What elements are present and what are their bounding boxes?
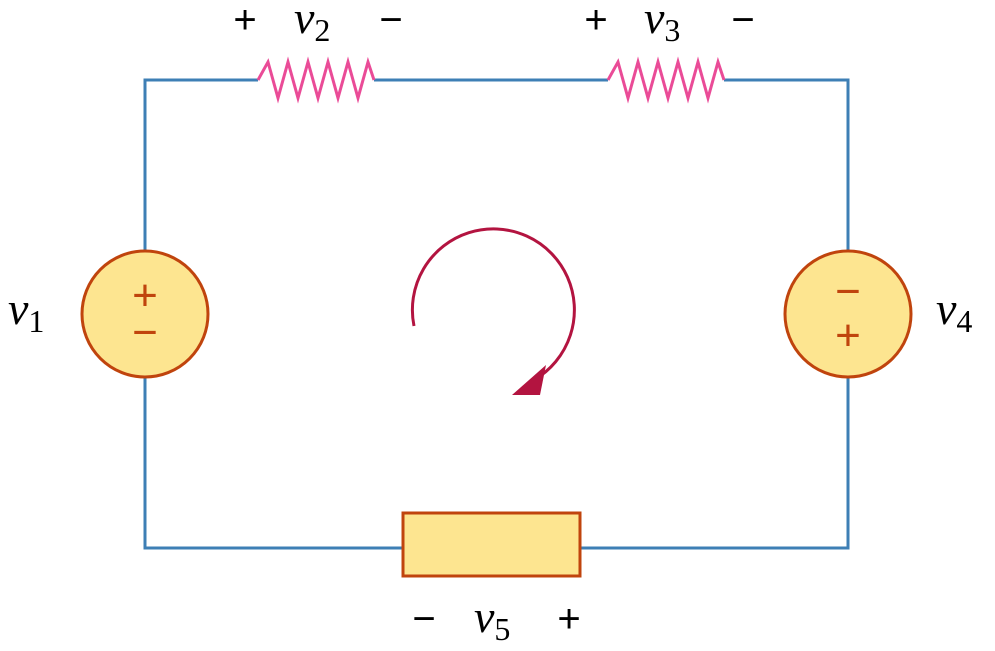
- label-v3: + v3 −: [584, 0, 754, 48]
- v4-letter: v: [936, 283, 957, 334]
- element-v5: [401, 511, 582, 578]
- v5-minus: −: [412, 597, 435, 641]
- svg-text:v2: v2: [294, 0, 330, 48]
- label-v5: − v5 +: [412, 591, 580, 647]
- v2-letter: v: [294, 0, 315, 43]
- svg-text:v1: v1: [8, 283, 44, 339]
- resistor-v2: [256, 56, 376, 104]
- label-v2: + v2 −: [233, 0, 402, 48]
- v3-minus: −: [731, 0, 754, 42]
- v3-letter: v: [644, 0, 665, 43]
- clockwise-loop-arrow-icon: [410, 227, 576, 395]
- voltage-source-v1: + −: [80, 249, 210, 379]
- v1-bottom-sign: −: [132, 308, 158, 357]
- v5-letter: v: [474, 591, 495, 642]
- v4-top-sign: −: [835, 267, 861, 316]
- svg-text:v4: v4: [936, 283, 972, 339]
- v2-plus: +: [233, 0, 256, 42]
- label-v4: v4: [936, 283, 972, 339]
- v4-bottom-sign: +: [835, 311, 861, 360]
- v1-subscript: 1: [28, 303, 44, 339]
- v3-subscript: 3: [664, 12, 680, 48]
- v3-plus: +: [584, 0, 607, 42]
- v1-letter: v: [8, 283, 29, 334]
- v2-subscript: 2: [314, 12, 330, 48]
- label-v1: v1: [8, 283, 44, 339]
- v4-subscript: 4: [956, 303, 972, 339]
- v1-top-sign: +: [132, 271, 158, 320]
- right-lower-wire: [580, 378, 850, 550]
- wires: [143, 78, 850, 550]
- top-right-wire: [724, 78, 850, 250]
- v5-subscript: 5: [494, 611, 510, 647]
- top-left-wire: [143, 78, 258, 250]
- v2-minus: −: [379, 0, 402, 42]
- v5-plus: +: [557, 597, 580, 641]
- svg-text:v3: v3: [644, 0, 680, 48]
- svg-text:v5: v5: [474, 591, 510, 647]
- left-lower-wire: [143, 378, 403, 550]
- voltage-source-v4: − +: [783, 249, 913, 379]
- resistor-v3: [606, 56, 726, 104]
